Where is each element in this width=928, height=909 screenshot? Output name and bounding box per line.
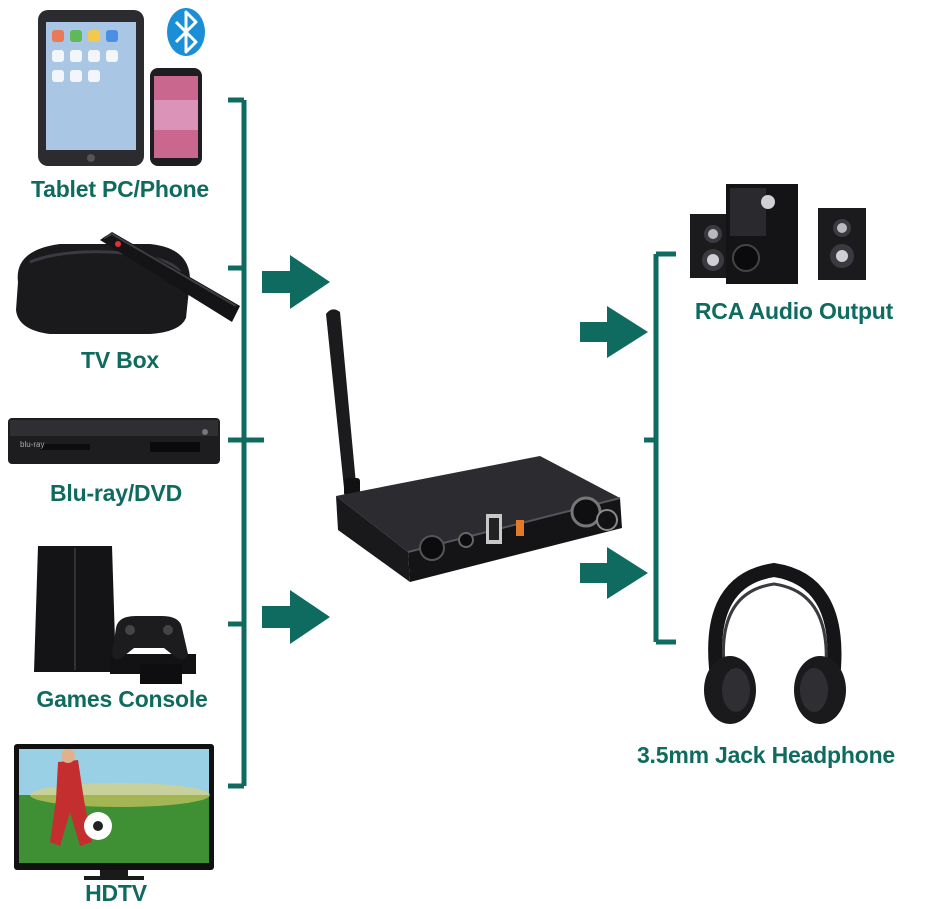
- source-label-tv-box: TV Box: [80, 347, 160, 373]
- bluray-player-icon: blu-ray: [8, 418, 220, 464]
- output-arrow-top: [580, 306, 648, 358]
- hdtv-icon: [14, 744, 214, 880]
- tv-box-icon: [16, 232, 240, 334]
- source-label-bluray-dvd: Blu-ray/DVD: [50, 480, 182, 506]
- source-label-games-console: Games Console: [36, 686, 208, 712]
- output-label-headphone: 3.5mm Jack Headphone: [636, 742, 896, 768]
- tablet-phone-icon: [38, 10, 202, 166]
- input-bracket: [228, 97, 264, 789]
- output-bracket: [644, 251, 676, 645]
- input-arrow-bottom: [262, 590, 330, 644]
- output-label-rca: RCA Audio Output: [694, 298, 894, 324]
- input-arrow-top: [262, 255, 330, 309]
- svg-text:blu-ray: blu-ray: [20, 440, 44, 449]
- bluetooth-icon: [167, 8, 205, 56]
- source-label-tablet-phone: Tablet PC/Phone: [30, 176, 210, 202]
- speakers-icon: [690, 184, 866, 284]
- output-arrow-bottom: [580, 547, 648, 599]
- source-label-hdtv: HDTV: [85, 880, 147, 906]
- game-console-icon: [34, 546, 196, 684]
- bluetooth-audio-receiver-icon: [326, 309, 622, 582]
- headphones-icon: [704, 562, 846, 724]
